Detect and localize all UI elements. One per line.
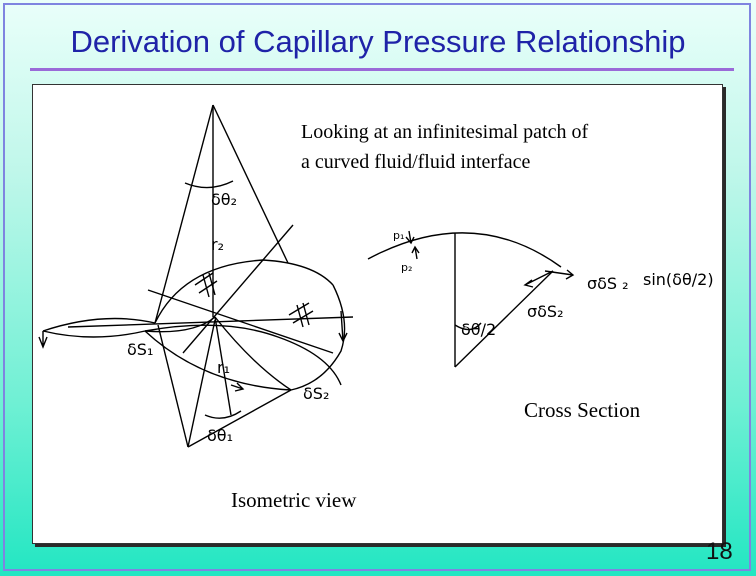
- patch-left-curve: [42, 317, 156, 332]
- arrow-bottom-edge: [230, 382, 245, 392]
- tension-top-arrow: [544, 269, 575, 280]
- d-s1-label: δS₁: [127, 340, 153, 359]
- tangent-line-b: [147, 289, 334, 354]
- d-theta-1-label: δθ₁: [207, 426, 233, 445]
- d-s2-label: δS₂: [303, 384, 329, 403]
- tangent-line-c: [182, 224, 294, 354]
- upper-cone-right: [212, 104, 289, 264]
- cross-section-label: Cross Section: [524, 398, 641, 422]
- upper-cone-left: [154, 104, 214, 324]
- slide-frame: [3, 3, 751, 571]
- d-theta-half-label: δθ/2: [461, 320, 496, 339]
- isometric-view-label: Isometric view: [231, 488, 357, 512]
- p1-arrow: [405, 230, 415, 245]
- slanted-radius: [454, 270, 554, 368]
- r2-label: r₂: [211, 235, 224, 254]
- p1-label: p₁: [393, 229, 404, 242]
- lower-cone-axis: [214, 316, 232, 416]
- sin-term-label: sin(δθ/2): [643, 270, 714, 289]
- figure-panel: δθ₂ r₂ r₁ δS₁ δS₂ δθ₁ p₁ p₂ σδS ₂ sin(δθ…: [32, 84, 723, 544]
- title-underline: [30, 68, 734, 71]
- hatch-left: [194, 272, 218, 298]
- hatch-right: [288, 302, 314, 328]
- p2-label: p₂: [401, 261, 412, 274]
- lower-cone-edge: [187, 319, 216, 448]
- sigma-ds2-bottom-label: σδS₂: [527, 302, 564, 321]
- patch-top-edge: [154, 259, 334, 324]
- arc-d-theta-half: [454, 322, 482, 331]
- r1-label: r₁: [217, 358, 230, 377]
- patch-lower-curve: [144, 324, 342, 386]
- arc-d-theta-2: [184, 180, 234, 189]
- caption-line-2: a curved fluid/fluid interface: [301, 151, 531, 173]
- lower-cone-right: [187, 389, 292, 448]
- figure-caption: Looking at an infinitesimal patch of a c…: [301, 117, 588, 177]
- caption-line-1: Looking at an infinitesimal patch of: [301, 121, 589, 143]
- interface-arc: [367, 232, 562, 268]
- patch-inner-arc: [214, 316, 292, 391]
- tension-bottom-arrow: [523, 270, 554, 288]
- lower-cone-left: [157, 324, 189, 448]
- patch-bottom-edge: [144, 330, 292, 391]
- arc-d-theta-1: [204, 410, 242, 419]
- p2-arrow: [411, 245, 420, 260]
- page-number: 18: [706, 538, 733, 565]
- capillary-diagram: δθ₂ r₂ r₁ δS₁ δS₂ δθ₁ p₁ p₂ σδS ₂ sin(δθ…: [38, 104, 714, 448]
- arrow-left-edge: [38, 331, 48, 349]
- sigma-ds2-top-label: σδS ₂: [587, 274, 629, 293]
- patch-left-fold: [42, 330, 146, 338]
- arrow-right-edge: [338, 310, 348, 343]
- slide-title: Derivation of Capillary Pressure Relatio…: [70, 24, 686, 59]
- patch-right-edge: [290, 284, 346, 391]
- d-theta-2-label: δθ₂: [211, 190, 237, 209]
